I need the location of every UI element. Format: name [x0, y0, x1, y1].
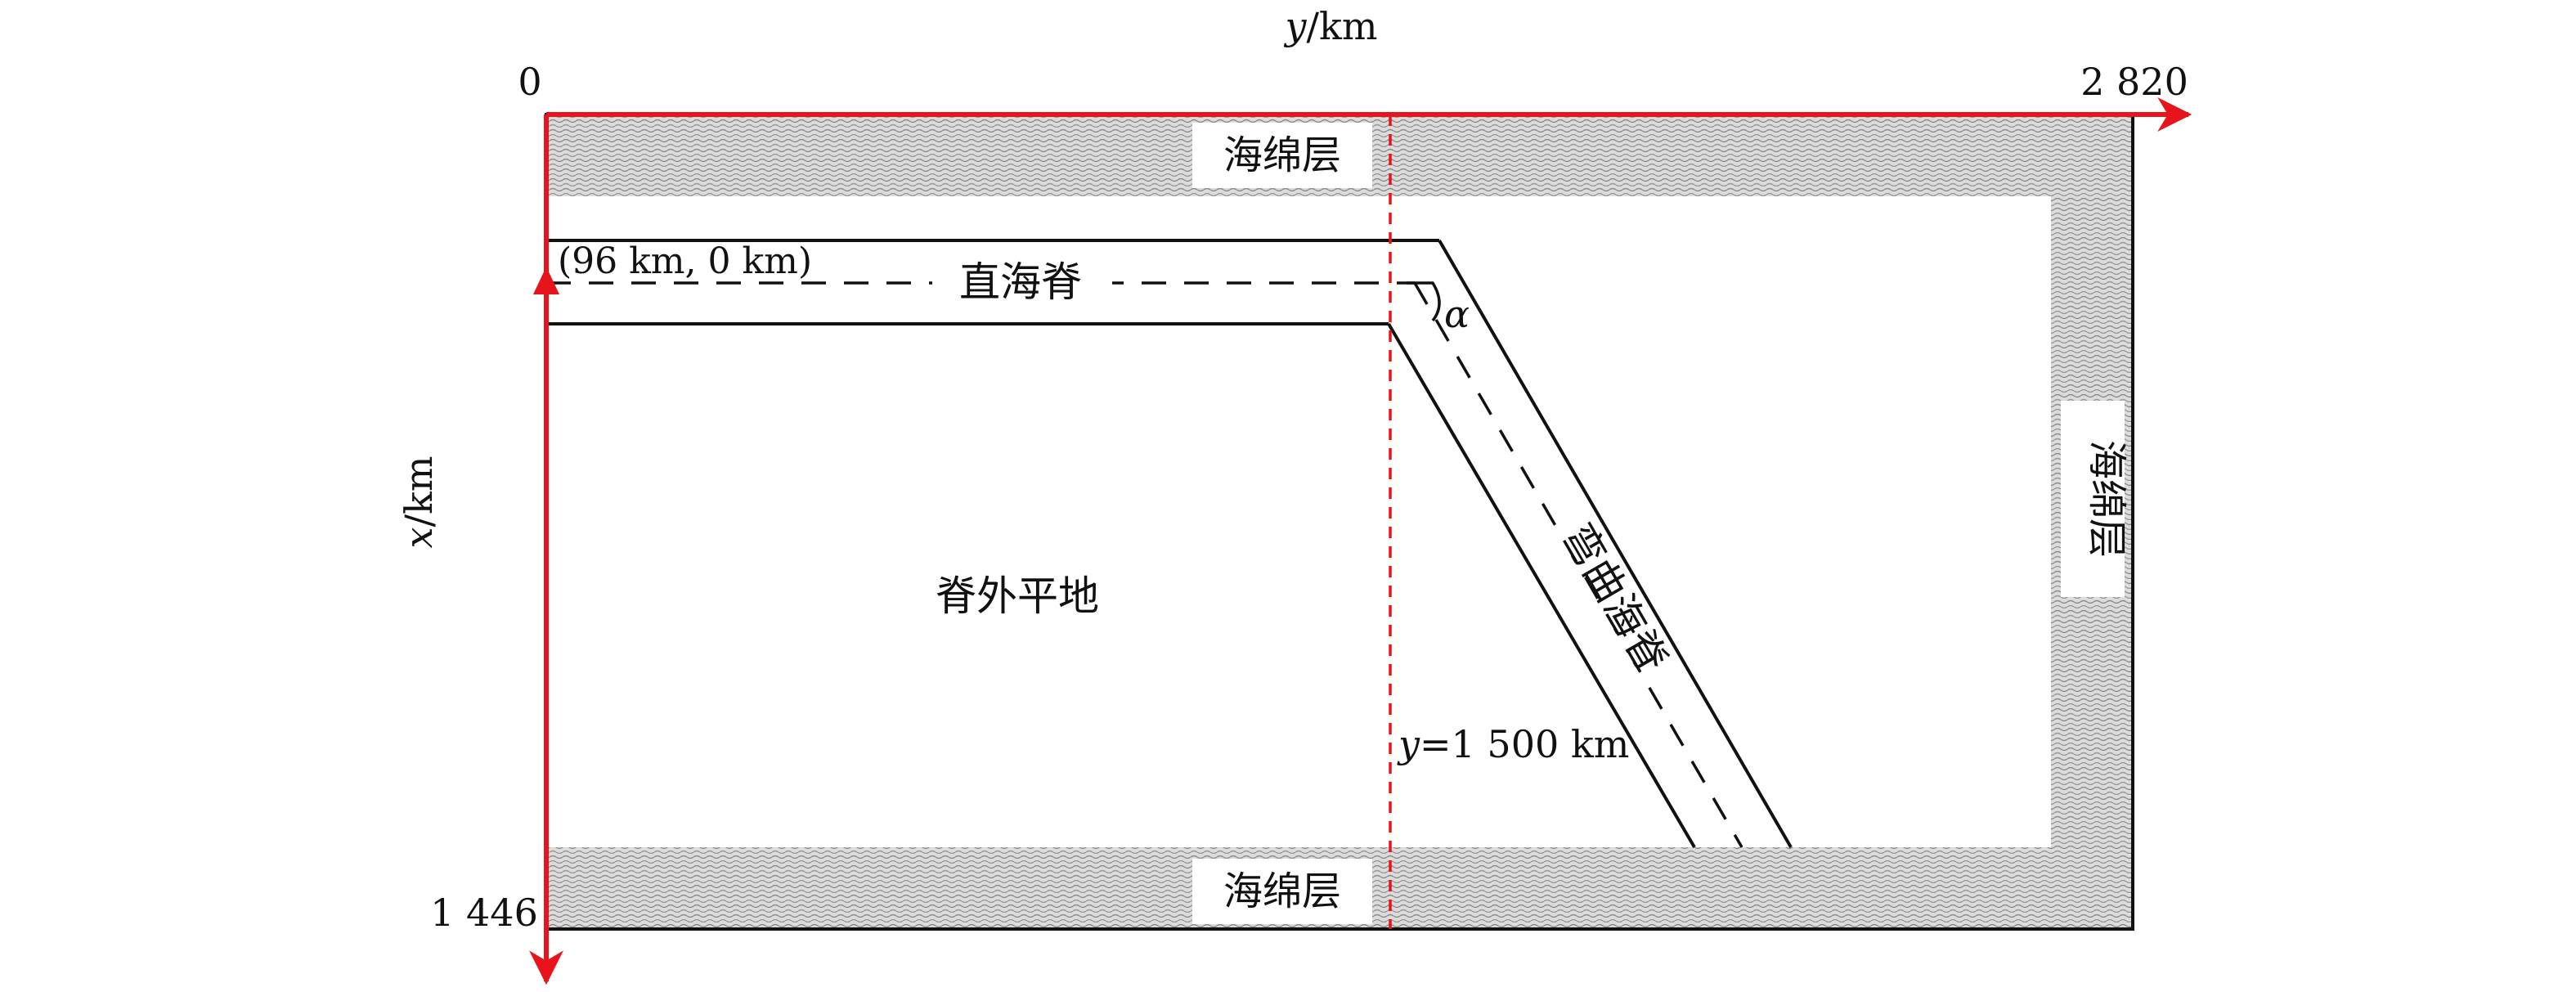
sponge-top-label-box	[1192, 123, 1372, 188]
straight-ridge-label-box	[932, 255, 1112, 309]
sponge-right-label: 海绵层	[2084, 440, 2129, 558]
domain-boundary	[545, 113, 2134, 931]
y-axis-var: y	[1284, 4, 1308, 48]
flat-region-label: 脊外平地	[936, 572, 1099, 620]
angle-label: α	[1444, 292, 1470, 336]
sponge-bottom-label: 海绵层	[1223, 869, 1341, 914]
x-axis-unit: /km	[397, 456, 441, 527]
sponge-right-label-box	[2061, 401, 2125, 597]
straight-ridge-label: 直海脊	[959, 258, 1082, 306]
curved-ridge-outline	[1387, 239, 1793, 849]
x-max-label: 1 446	[430, 891, 538, 935]
y-1500-label: y=1 500 km	[1397, 722, 1629, 766]
y-max-label: 2 820	[2080, 60, 2188, 104]
curved-ridge-centerline	[1413, 282, 1744, 848]
y-axis-title: y/km	[1284, 4, 1378, 48]
sponge-top-label: 海绵层	[1223, 132, 1341, 178]
point-coordinate-label: (96 km, 0 km)	[558, 240, 812, 282]
y-1500-label-value: =1 500 km	[1420, 722, 1629, 766]
x-axis-title: x/km	[397, 456, 441, 549]
x-axis-var: x	[397, 527, 441, 548]
y-axis-unit: /km	[1307, 4, 1378, 48]
point-marker-arrow	[533, 267, 559, 294]
angle-arc	[1407, 281, 1441, 322]
sponge-bottom-label-box	[1192, 859, 1372, 924]
y-1500-label-var: y	[1397, 722, 1420, 766]
origin-label: 0	[518, 60, 541, 104]
line-label-box	[1395, 720, 1616, 770]
straight-ridge-outline	[546, 239, 1439, 325]
